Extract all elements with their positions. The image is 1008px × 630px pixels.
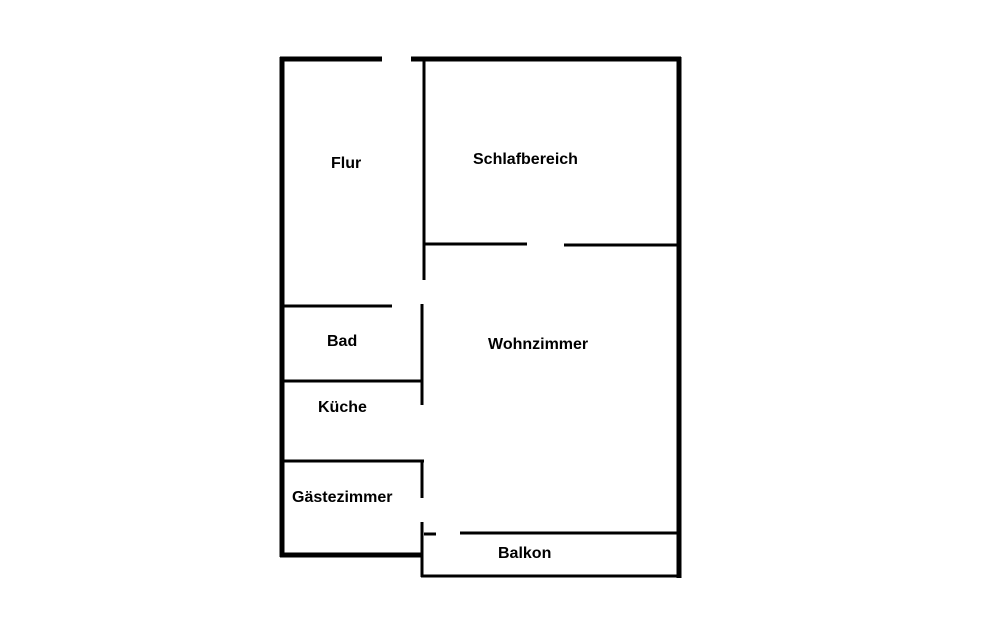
room-label-flur: Flur [331,155,361,172]
room-label-gaestezimmer: Gästezimmer [292,489,393,506]
room-label-bad: Bad [327,333,357,350]
room-label-wohnzimmer: Wohnzimmer [488,336,588,353]
interior-walls [280,59,681,555]
room-labels: Flur Schlafbereich Bad Wohnzimmer Küche … [292,151,588,562]
room-label-schlafbereich: Schlafbereich [473,151,578,168]
room-label-kueche: Küche [318,399,367,416]
room-label-balkon: Balkon [498,545,551,562]
